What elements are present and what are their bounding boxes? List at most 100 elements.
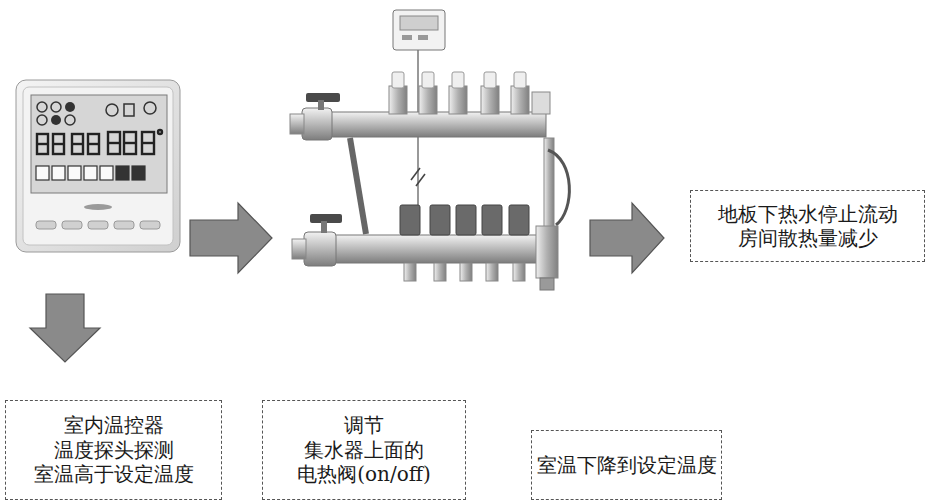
manifold-illustration-part <box>393 10 445 50</box>
thermostat-illustration-part <box>65 115 75 125</box>
manifold-illustration-part <box>411 168 420 180</box>
box-text: 地板下热水停止流动 房间散热量减少 <box>708 202 908 251</box>
block-arrow <box>590 203 664 273</box>
manifold-illustration-part <box>302 108 332 140</box>
thermostat-illustration <box>16 80 180 252</box>
dashed-text-box: 调节 集水器上面的 电热阀(on/off) <box>262 400 466 500</box>
thermostat-illustration-part-part <box>37 134 48 154</box>
box-text: 室内温控器 温度探头探测 室温高于设定温度 <box>11 413 216 486</box>
manifold-illustration-part-part <box>484 72 496 88</box>
thermostat-illustration-part-part <box>53 143 64 145</box>
thermostat-illustration-part-part <box>84 166 97 180</box>
manifold-illustration-part-part <box>456 205 476 235</box>
thermostat-illustration-part <box>144 102 156 114</box>
manifold-illustration-part <box>400 16 438 30</box>
box-text: 调节 集水器上面的 电热阀(on/off) <box>289 413 439 486</box>
thermostat-illustration-part-part <box>116 166 129 180</box>
thermostat-illustration-part-part <box>72 134 83 154</box>
thermostat-illustration-part-part <box>62 221 82 229</box>
thermostat-illustration-part-part <box>142 142 154 144</box>
manifold-illustration-part <box>540 278 554 290</box>
thermostat-illustration-part-part <box>108 132 120 154</box>
manifold-illustration-part-part <box>392 72 404 88</box>
manifold-illustration-part-part <box>400 205 420 235</box>
thermostat-illustration-part-part <box>124 142 136 144</box>
manifold-illustration-part <box>318 100 324 110</box>
manifold-illustration-part <box>389 86 529 114</box>
thermostat-illustration-part-part <box>158 130 162 134</box>
thermostat-illustration-part <box>65 102 75 112</box>
manifold-illustration-part <box>400 205 529 235</box>
thermostat-illustration-part-part <box>108 142 120 144</box>
manifold-illustration-part-part <box>460 263 472 281</box>
manifold-illustration-part <box>333 235 545 263</box>
manifold-illustration-part-part <box>514 72 526 88</box>
thermostat-illustration-part-part <box>142 132 154 154</box>
manifold-illustration-part-part <box>452 72 464 88</box>
manifold-illustration-part <box>402 35 412 40</box>
manifold-illustration-part-part <box>449 86 467 114</box>
block-arrow <box>190 203 272 273</box>
thermostat-illustration-part <box>106 104 118 116</box>
manifold-illustration-part <box>548 150 569 225</box>
manifold-illustration-part <box>418 35 428 40</box>
manifold-illustration-part-part <box>482 205 502 235</box>
thermostat-illustration-part <box>51 115 61 125</box>
thermostat-illustration-part-part <box>37 143 48 145</box>
manifold-illustration-part-part <box>513 263 525 281</box>
thermostat-illustration-part <box>37 130 162 154</box>
manifold-illustration <box>290 10 569 290</box>
thermostat-illustration-part-part <box>53 134 64 154</box>
thermostat-illustration-part <box>31 95 167 193</box>
manifold-illustration-part <box>392 72 526 88</box>
thermostat-illustration-part <box>37 115 47 125</box>
manifold-illustration-part-part <box>389 86 407 114</box>
manifold-illustration-part <box>304 232 336 266</box>
manifold-illustration-part-part <box>481 86 499 114</box>
manifold-illustration-part-part <box>422 72 434 88</box>
thermostat-illustration-part-part <box>36 221 56 229</box>
dashed-text-box: 室内温控器 温度探头探测 室温高于设定温度 <box>5 400 222 500</box>
manifold-illustration-part-part <box>419 86 437 114</box>
thermostat-illustration-part <box>23 87 173 245</box>
manifold-illustration-part-part <box>430 205 450 235</box>
manifold-illustration-part <box>328 112 546 137</box>
manifold-illustration-part-part <box>486 263 498 281</box>
thermostat-illustration-part-part <box>132 166 145 180</box>
thermostat-illustration-part <box>124 104 134 116</box>
thermostat-illustration-part-part <box>140 221 160 229</box>
box-text: 室温下降到设定温度 <box>537 453 717 477</box>
manifold-illustration-part <box>321 221 327 233</box>
thermostat-illustration-part-part <box>124 132 136 154</box>
thermostat-illustration-part-part <box>68 166 81 180</box>
thermostat-illustration-part <box>84 204 112 210</box>
manifold-illustration-part <box>290 114 304 134</box>
dashed-text-box: 室温下降到设定温度 <box>531 430 722 500</box>
thermostat-illustration-part <box>37 102 47 112</box>
thermostat-illustration-part-part <box>72 143 83 145</box>
thermostat-illustration-part-part <box>36 166 49 180</box>
thermostat-illustration-part <box>16 80 180 252</box>
manifold-illustration-part <box>532 92 550 114</box>
thermostat-illustration-part <box>36 221 160 229</box>
thermostat-illustration-part-part <box>88 134 99 154</box>
manifold-illustration-part <box>292 239 306 259</box>
block-arrow <box>30 294 100 362</box>
thermostat-illustration-part <box>51 102 61 112</box>
manifold-illustration-part-part <box>434 263 446 281</box>
manifold-illustration-part-part <box>511 86 529 114</box>
manifold-illustration-part-part <box>509 205 529 235</box>
thermostat-illustration-part-part <box>88 143 99 145</box>
thermostat-illustration-part <box>36 166 145 180</box>
dashed-text-box: 地板下热水停止流动 房间散热量减少 <box>690 190 925 262</box>
manifold-illustration-part <box>350 138 366 234</box>
manifold-illustration-part <box>536 226 558 278</box>
thermostat-illustration-part-part <box>52 166 65 180</box>
thermostat-illustration-part-part <box>88 221 108 229</box>
thermostat-illustration-part-part <box>100 166 113 180</box>
manifold-illustration-part <box>404 263 525 281</box>
manifold-illustration-part <box>416 174 425 186</box>
thermostat-illustration-part-part <box>114 221 134 229</box>
manifold-illustration-part-part <box>404 263 416 281</box>
